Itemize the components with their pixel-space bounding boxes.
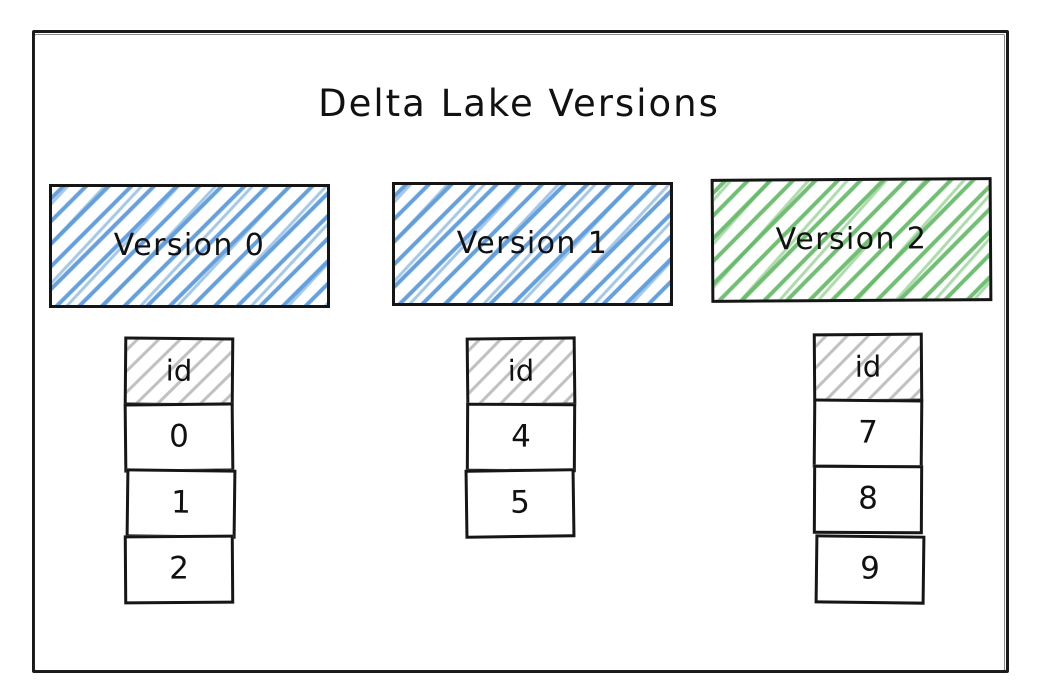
- version-box-label-1: Version 1: [456, 225, 609, 261]
- table-cell-value: 2: [168, 549, 189, 587]
- table-row: 7: [812, 398, 924, 469]
- table-row: 0: [123, 402, 235, 473]
- table-row: 4: [465, 402, 577, 473]
- table-cell-value: 7: [857, 413, 879, 451]
- version-box-label-0: Version 0: [113, 227, 266, 263]
- table-header-label-2: id: [854, 349, 882, 384]
- table-cell-value: 0: [168, 417, 190, 455]
- table-cell-value: 5: [509, 483, 531, 521]
- version-box-label-2: Version 2: [775, 221, 928, 258]
- table-cell-value: 1: [170, 483, 192, 521]
- table-cell-value: 9: [859, 549, 881, 587]
- outer-frame: [32, 30, 1009, 673]
- table-row: 1: [125, 468, 237, 539]
- table-header-cell-1: id: [465, 336, 577, 407]
- version-box-2[interactable]: Version 2: [710, 177, 993, 303]
- table-header-label-1: id: [507, 353, 535, 388]
- table-row: 5: [464, 468, 576, 539]
- version-box-1[interactable]: Version 1: [392, 182, 673, 306]
- table-cell-value: 4: [511, 418, 531, 455]
- table-header-label-0: id: [165, 353, 193, 388]
- table-row: 2: [123, 534, 235, 605]
- id-table-1: id 4 5: [464, 336, 577, 539]
- table-header-cell-0: id: [123, 336, 235, 407]
- version-box-0[interactable]: Version 0: [49, 184, 330, 308]
- table-row: 9: [814, 534, 926, 605]
- table-header-cell-2: id: [812, 332, 924, 403]
- id-table-0: id 0 1 2: [123, 336, 237, 605]
- id-table-2: id 7 8 9: [812, 332, 926, 605]
- table-row: 8: [812, 464, 924, 535]
- table-cell-value: 8: [858, 480, 878, 517]
- page-title: Delta Lake Versions: [318, 82, 720, 125]
